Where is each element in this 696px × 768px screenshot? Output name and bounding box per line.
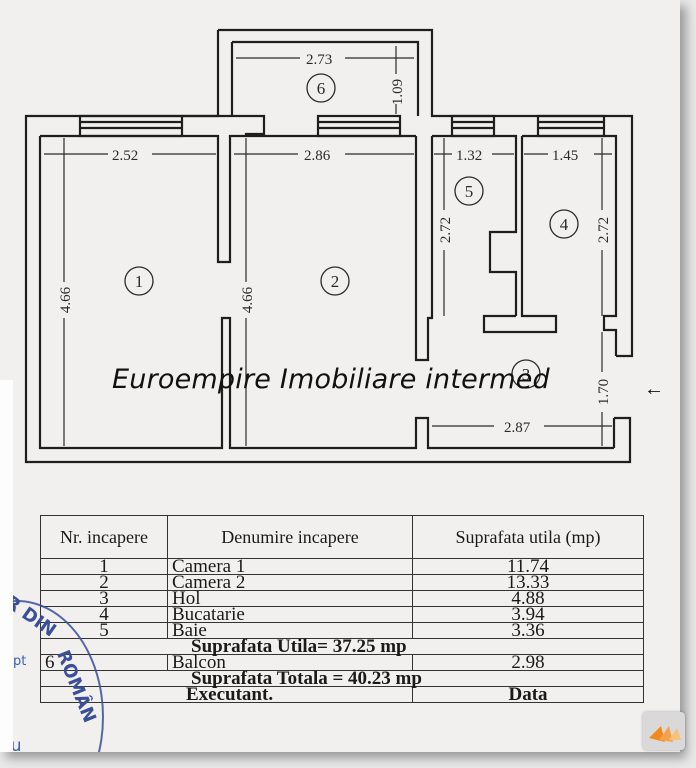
room1-length-label: 4.66 xyxy=(58,286,74,313)
table-row: 3 Hol 4.88 xyxy=(40,589,644,608)
footer-row: Executant. Data xyxy=(40,685,644,704)
floor-plan-drawing: 2.73 1.09 2.52 2.86 1.32 1.45 4.66 4.66 … xyxy=(24,28,634,464)
balcony-width-label: 2.73 xyxy=(306,52,332,68)
table-row: 2 Camera 2 13.33 xyxy=(40,573,644,592)
room4-length-label: 2.72 xyxy=(596,217,612,243)
room5-width-label: 1.32 xyxy=(456,148,482,164)
hall-width-label: 1.70 xyxy=(596,379,612,405)
header-area: Suprafata utila (mp) xyxy=(412,515,644,559)
grand-total-row: Suprafata Totala = 40.23 mp xyxy=(40,669,644,688)
floor-plan-sheet: 2.73 1.09 2.52 2.86 1.32 1.45 4.66 4.66 … xyxy=(0,28,664,752)
room-6-marker: 6 xyxy=(317,79,326,98)
row-area: 2.98 xyxy=(412,653,644,672)
room2-length-label: 4.66 xyxy=(240,286,256,313)
room-areas-table: Nr. incapere Denumire incapere Suprafata… xyxy=(40,515,644,704)
room-2-marker: 2 xyxy=(331,272,340,291)
executant-label: Executant. xyxy=(40,685,413,704)
agency-watermark: Euroempire Imobiliare intermed xyxy=(112,364,550,395)
room1-width-label: 2.52 xyxy=(112,148,138,164)
useful-total-row: Suprafata Utila= 37.25 mp xyxy=(40,637,644,656)
useful-total: Suprafata Utila= 37.25 mp xyxy=(40,637,644,656)
room5-length-label: 2.72 xyxy=(438,217,454,243)
row-name: Camera 2 xyxy=(167,573,413,592)
room-1-marker: 1 xyxy=(135,272,144,291)
entrance-arrow-icon: ← xyxy=(644,378,664,400)
room2-width-label: 2.86 xyxy=(304,148,331,164)
row-area: 13.33 xyxy=(412,573,644,592)
room4-width-label: 1.45 xyxy=(552,148,578,164)
room-5-marker: 5 xyxy=(465,182,474,201)
hall-length-label: 2.87 xyxy=(504,420,531,436)
row-area: 3.36 xyxy=(412,621,644,640)
agency-logo-icon xyxy=(643,712,685,750)
table-row: 1 Camera 1 11.74 xyxy=(40,557,644,576)
room-4-marker: 4 xyxy=(560,215,569,234)
header-nr: Nr. incapere xyxy=(40,515,168,559)
date-label: Data xyxy=(412,685,644,704)
table-header-row: Nr. incapere Denumire incapere Suprafata… xyxy=(40,515,644,559)
grand-total: Suprafata Totala = 40.23 mp xyxy=(40,669,644,688)
room-3-marker: 3 xyxy=(522,365,531,384)
table-row: 4 Bucatarie 3.94 xyxy=(40,605,644,624)
header-name: Denumire incapere xyxy=(167,515,413,559)
balcony-depth-label: 1.09 xyxy=(390,79,406,105)
left-edge-strip xyxy=(0,380,13,752)
